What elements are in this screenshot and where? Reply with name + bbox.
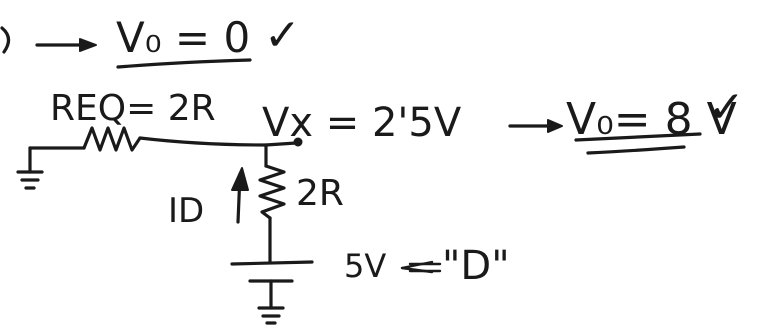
node-dot-vx: [293, 137, 303, 147]
vo-zero-underline: [116, 58, 252, 69]
vo-zero-result: V₀ = 0: [116, 13, 250, 62]
resistor-2r-label: 2R: [296, 173, 344, 214]
check-mark-2: ✓: [708, 82, 745, 133]
resistor-req: [82, 126, 142, 152]
ground-symbol-left: [16, 146, 44, 190]
voltage-source-5v: [230, 260, 314, 283]
source-note-d: "D": [442, 243, 510, 289]
wire-resistor-to-node: [138, 136, 268, 147]
arrow-2: [508, 119, 563, 133]
vx-expression: Vx = 2'5V: [262, 100, 462, 146]
arrow-1: [35, 38, 97, 52]
resistor-2r: [258, 164, 286, 220]
source-label-5v: 5V: [344, 247, 386, 285]
current-label-id: ID: [168, 191, 204, 231]
implication-arrow: [400, 260, 442, 274]
partial-bracket: [0, 26, 11, 54]
current-arrow-id: [231, 167, 249, 224]
ground-symbol-bottom: [257, 306, 285, 325]
vo-eight-underline-2: [586, 145, 686, 155]
wire-node-to-vx: [264, 141, 298, 147]
req-label: REQ= 2R: [50, 88, 216, 129]
check-mark-1: ✓: [264, 10, 301, 61]
vo-eight-underline-1: [574, 132, 702, 142]
